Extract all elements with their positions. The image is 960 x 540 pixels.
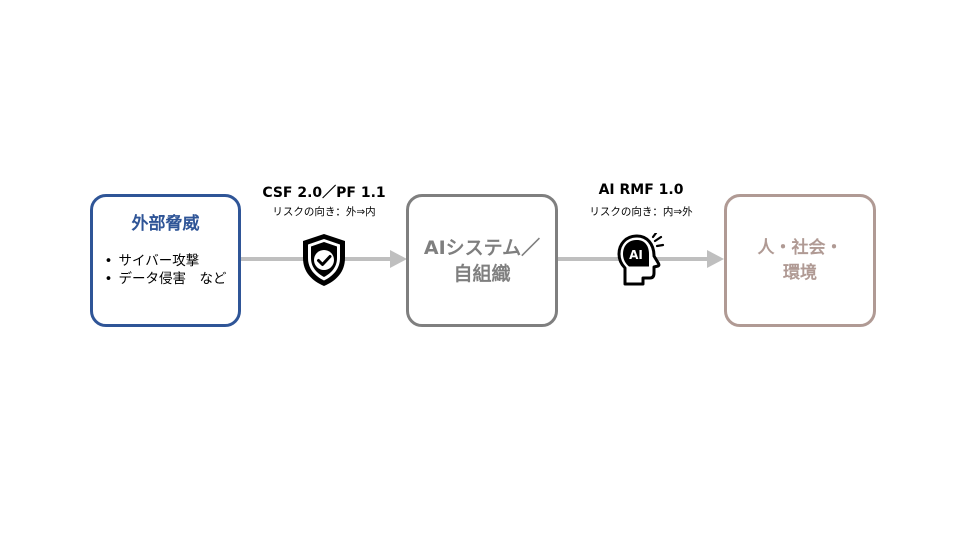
left-arrowhead bbox=[390, 250, 407, 268]
threat-item-data-breach: データ侵害 など bbox=[105, 270, 227, 288]
ai-head-icon: AI bbox=[617, 233, 665, 286]
society-title-line1: 人・社会・ bbox=[757, 237, 843, 258]
left-direction-label: リスクの向き：外⇒内 bbox=[272, 206, 376, 218]
shield-check-icon bbox=[303, 234, 345, 286]
ai-head-icon-text: AI bbox=[629, 248, 643, 262]
external-threats-title: 外部脅威 bbox=[131, 214, 200, 234]
ai-system-title-line1: AIシステム／ bbox=[423, 236, 541, 259]
ai-system-box: AIシステム／ 自組織 bbox=[406, 194, 558, 327]
threat-item-cyberattack: サイバー攻撃 bbox=[105, 252, 227, 270]
society-box: 人・社会・ 環境 bbox=[724, 194, 876, 327]
threat-list: サイバー攻撃 データ侵害 など bbox=[105, 252, 227, 288]
right-framework-label: AI RMF 1.0 bbox=[598, 182, 684, 198]
left-framework-label: CSF 2.0／PF 1.1 bbox=[262, 185, 386, 201]
right-arrowhead bbox=[707, 250, 724, 268]
external-threats-box: 外部脅威 サイバー攻撃 データ侵害 など bbox=[90, 194, 241, 327]
society-title-line2: 環境 bbox=[783, 262, 817, 283]
right-direction-label: リスクの向き：内⇒外 bbox=[589, 206, 693, 218]
ai-system-title-line2: 自組織 bbox=[453, 262, 511, 285]
